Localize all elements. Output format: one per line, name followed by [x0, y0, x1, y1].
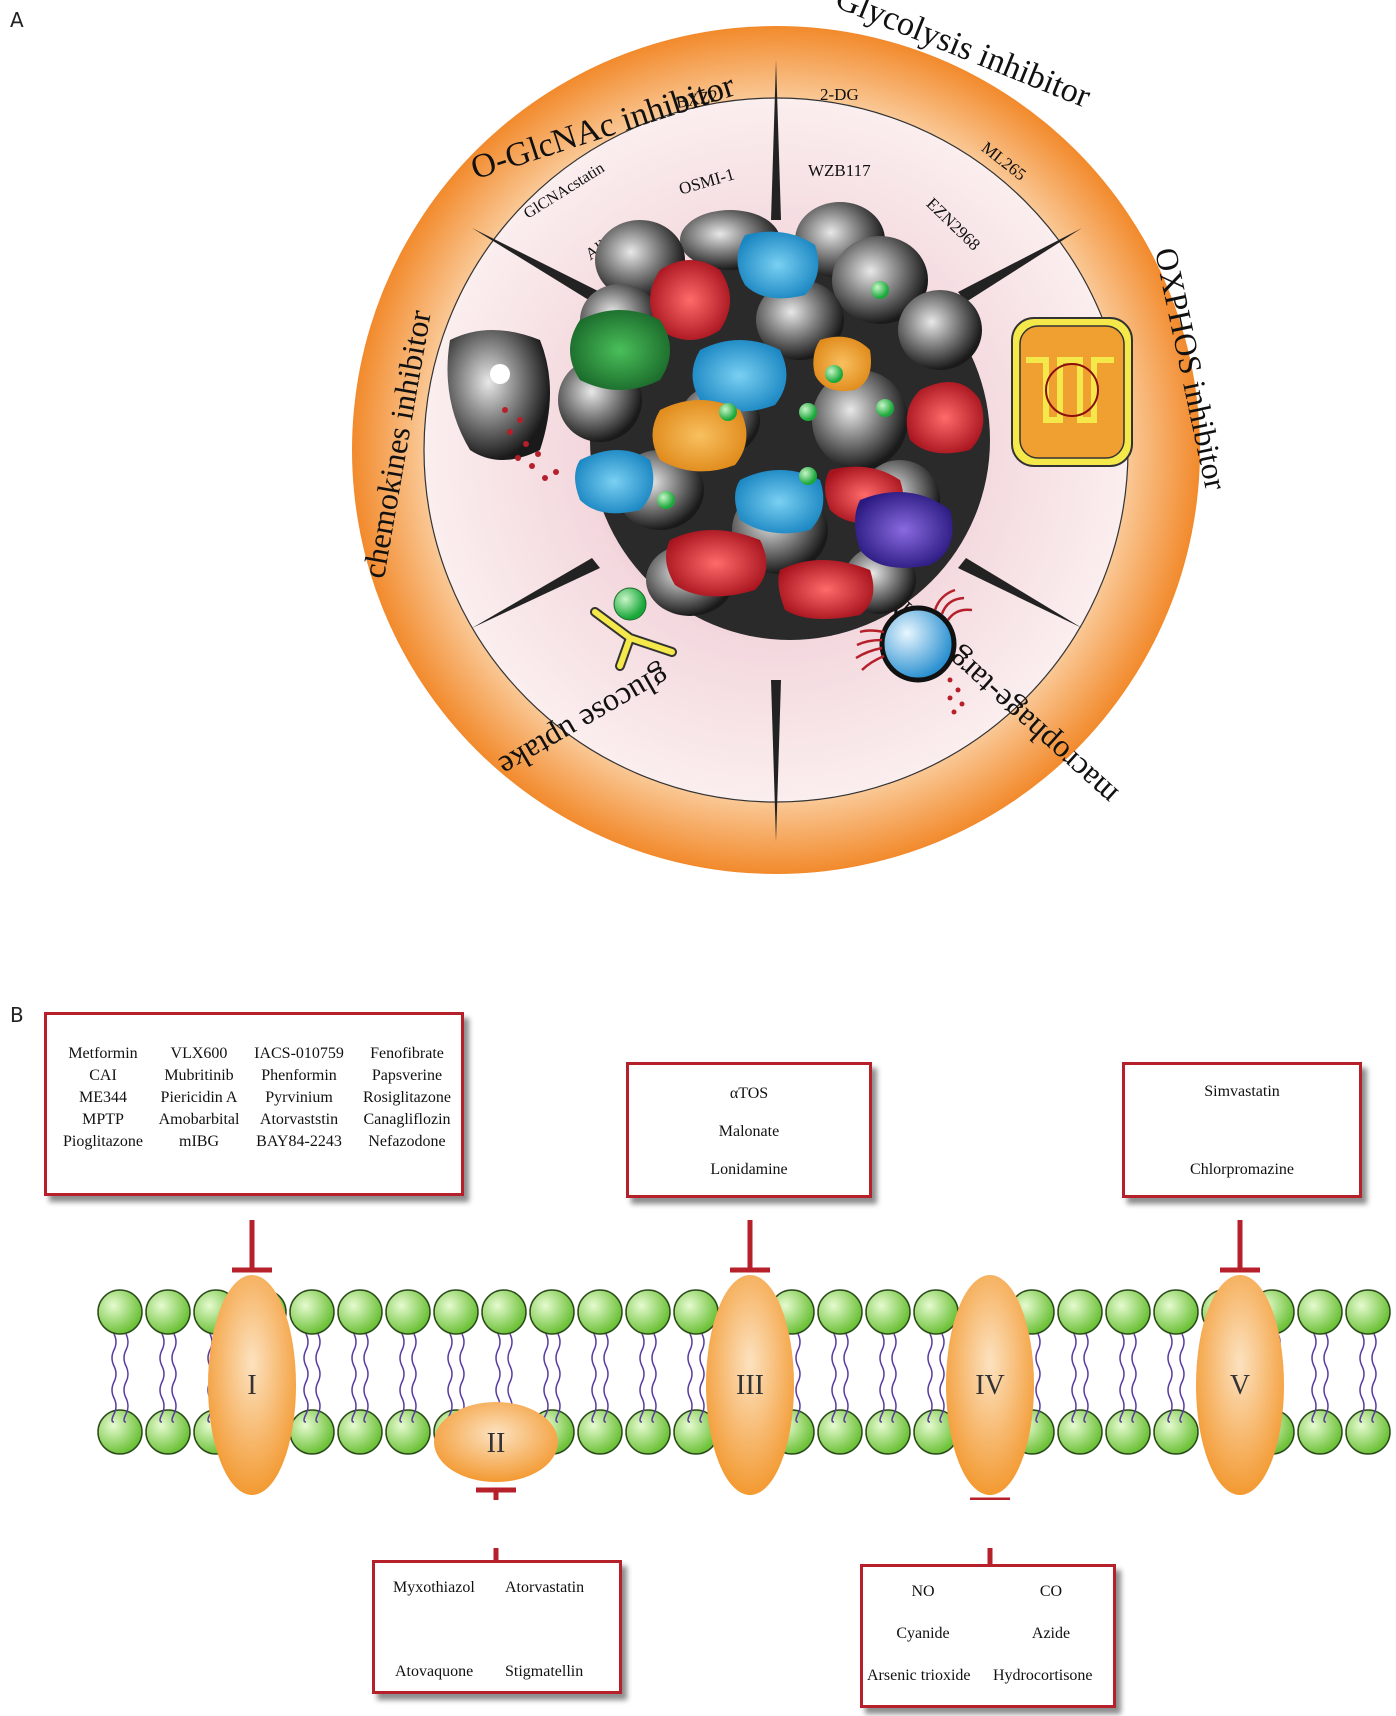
drug-chlorpromazine: Chlorpromazine: [1190, 1161, 1294, 1178]
glucose-transporter-icon: [590, 587, 677, 671]
complex-i-label: I: [247, 1370, 256, 1401]
complex-i-drug: ME344: [79, 1089, 127, 1106]
drug-simvastatin: Simvastatin: [1204, 1083, 1280, 1100]
drug-wzb117: WZB117: [808, 161, 871, 180]
complex-i-drug: CAI: [89, 1067, 117, 1084]
drug-no: NO: [911, 1583, 935, 1600]
complex-i-drug: Metformin: [68, 1045, 138, 1062]
drug-2dg: 2-DG: [820, 85, 859, 104]
complex-i-drug: Nefazodone: [368, 1133, 446, 1150]
complex-i-drug: Pyrvinium: [265, 1089, 333, 1106]
drug-arsenic-trioxide: Arsenic trioxide: [867, 1667, 971, 1684]
complex-i-drug: IACS-010759: [254, 1045, 344, 1062]
complex-i-drug: MPTP: [82, 1111, 124, 1128]
drug-hydrocortisone: Hydrocortisone: [993, 1667, 1093, 1684]
complex-iv-shape: [946, 1275, 1034, 1495]
panel-a-diagram: O-GlcNAc inhibitor Glycolysis inhibitor …: [352, 0, 1234, 874]
complex-ii-label: II: [487, 1428, 506, 1459]
drug-lonidamine: Lonidamine: [710, 1161, 788, 1178]
drug-co: CO: [1039, 1583, 1063, 1600]
complex-i-drug: Pioglitazone: [63, 1133, 143, 1150]
complex-iii-label: III: [736, 1370, 764, 1401]
complex-i-drug: BAY84-2243: [256, 1133, 342, 1150]
complex-i-drug: Piericidin A: [160, 1089, 238, 1106]
complex-i-shape: [208, 1275, 296, 1495]
inhibition-markers: [232, 1220, 1260, 1500]
complex-i-drug: Atorvaststin: [259, 1111, 339, 1128]
drug-cyanide: Cyanide: [896, 1625, 950, 1642]
membrane-diagram: I II III IV V: [97, 1220, 1391, 1500]
complex-iv-label: IV: [975, 1370, 1005, 1401]
divider-spikes: [472, 60, 1082, 842]
nanoparticle-icon: [855, 588, 973, 715]
complex-i-drug: Fenofibrate: [370, 1045, 444, 1062]
tumor-cluster: [558, 202, 990, 640]
drug-atorvastatin: Atorvastatin: [505, 1579, 585, 1596]
mitochondrion-icon: [1011, 317, 1133, 467]
drug-azide: Azide: [1031, 1625, 1071, 1642]
complex-i-drug: Phenformin: [261, 1067, 337, 1084]
complex-ii-shape: [434, 1402, 558, 1482]
drug-stigmatellin: Stigmatellin: [505, 1663, 584, 1680]
complex-i-drug: VLX600: [170, 1045, 228, 1062]
complex-iii-inhibitor-box: αTOS Malonate Lonidamine: [626, 1062, 872, 1198]
panel-label-b: B: [10, 1003, 24, 1027]
complex-i-drug: Papsverine: [371, 1067, 443, 1084]
complex-i-drug: mIBG: [179, 1133, 219, 1150]
panel-label-a: A: [10, 8, 24, 32]
drug-malonate: Malonate: [718, 1123, 780, 1140]
complex-v-label: V: [1230, 1370, 1250, 1401]
drug-atos: αTOS: [729, 1085, 769, 1102]
complex-i-drug: Mubritinib: [164, 1067, 234, 1084]
complex-ii-inhibitor-box: Myxothiazol Atorvastatin Atovaquone Stig…: [372, 1560, 622, 1694]
complex-iv-inhibitor-box: NO CO Cyanide Azide Arsenic trioxide Hyd…: [860, 1564, 1116, 1708]
complex-v-shape: [1196, 1275, 1284, 1495]
chemokine-cell-icon: [447, 330, 559, 481]
drug-atovaquone: Atovaquone: [395, 1663, 474, 1680]
complex-v-inhibitor-box: Simvastatin Chlorpromazine: [1122, 1062, 1362, 1198]
complex-iii-shape: [706, 1275, 794, 1495]
drug-myxothiazol: Myxothiazol: [393, 1579, 475, 1596]
complex-i-drug: Amobarbital: [158, 1111, 240, 1128]
complex-i-drug: Canagliflozin: [363, 1111, 451, 1128]
complex-i-drug: Rosiglitazone: [363, 1089, 451, 1106]
